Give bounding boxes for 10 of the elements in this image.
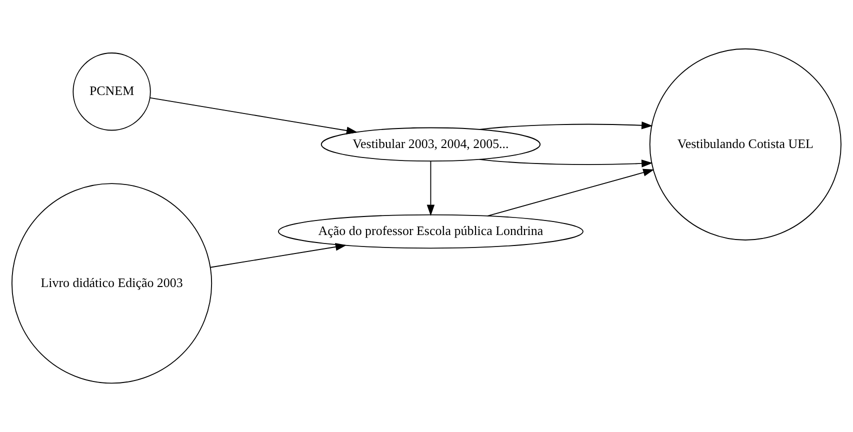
arrow	[479, 121, 653, 130]
arrow	[479, 158, 653, 168]
node-ellipse: Ação do professor Escola pública Londrina	[278, 214, 584, 249]
node-circle: PCNEM	[72, 52, 151, 131]
arrow	[487, 168, 654, 216]
node-circle: Livro didático Edição 2003	[11, 183, 212, 384]
node-circle: Vestibulando Cotista UEL	[649, 48, 842, 240]
arrow	[210, 243, 347, 268]
arrow	[426, 160, 435, 216]
arrow	[150, 97, 358, 134]
